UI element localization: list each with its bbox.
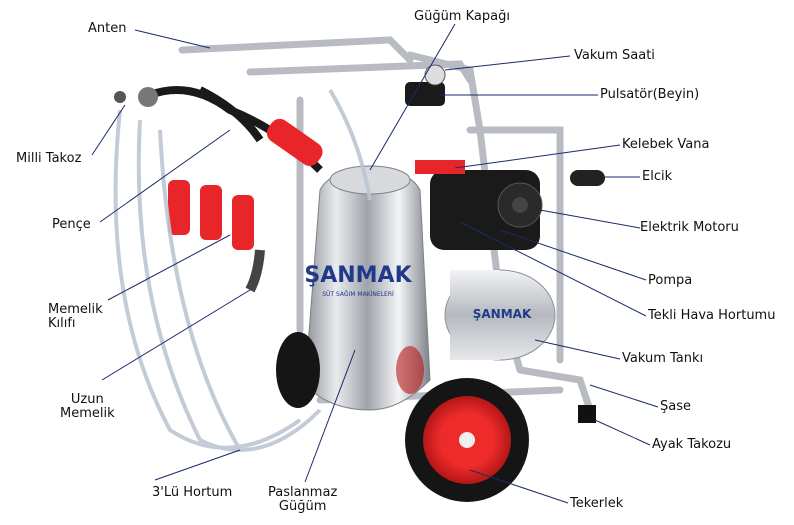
label-paslanmaz-gugum-line2: Güğüm <box>278 499 327 514</box>
wheel-small <box>276 332 320 408</box>
leader-kelebek-vana <box>454 144 621 169</box>
electric-motor <box>430 170 543 250</box>
label-tekli-hava-hortumu: Tekli Hava Hortumu <box>648 308 776 323</box>
label-uzun-memelik-line1: Uzun <box>70 392 104 407</box>
milli-takoz-part <box>114 91 126 103</box>
label-ayak-takozu: Ayak Takozu <box>652 437 732 452</box>
leader-vakum-saati <box>444 55 571 71</box>
leader-elektrik-motoru <box>539 209 641 229</box>
vacuum-tank: ŞANMAK <box>444 269 556 361</box>
label-sase: Şase <box>660 399 691 414</box>
transparent-hoses <box>113 88 372 452</box>
tank-logo: ŞANMAK <box>473 307 532 321</box>
label-tekerlek: Tekerlek <box>570 496 624 511</box>
label-memelik-kilifi-line1: Memelik <box>48 302 103 317</box>
label-uzun-memelik-line2: Memelik <box>60 406 115 421</box>
label-pulsator: Pulsatör(Beyin) <box>600 87 700 102</box>
butterfly-valve <box>415 160 465 174</box>
wheel-large <box>405 378 529 502</box>
leader-paslanmaz-gugum <box>304 349 356 483</box>
leader-tekerlek <box>469 469 569 504</box>
label-paslanmaz-gugum-line1: Paslanmaz <box>268 485 338 500</box>
foot-pad <box>578 405 596 423</box>
leader-vakum-tanki <box>534 339 621 360</box>
can-sublogo: SÜT SAĞIM MAKİNELERİ <box>322 291 394 298</box>
leader-memelik-kilifi <box>107 234 231 301</box>
leader-ayak-takozu <box>594 419 651 446</box>
label-pence: Pençe <box>52 217 91 232</box>
leader-pence <box>99 129 231 223</box>
label-milli-takoz: Milli Takoz <box>16 151 82 166</box>
leader-anten <box>134 29 211 49</box>
label-uzun-memelik: Uzun Memelik <box>60 393 115 421</box>
leader-3lu-hortum <box>154 449 241 481</box>
leader-milli-takoz <box>91 104 126 156</box>
label-memelik-kilifi-line2: Kılıfı <box>48 316 76 331</box>
label-elektrik-motoru: Elektrik Motoru <box>640 220 739 235</box>
vacuum-gauge <box>424 64 446 86</box>
label-3lu-hortum: 3'Lü Hortum <box>152 485 233 500</box>
label-memelik-kilifi: Memelik Kılıfı <box>48 303 103 331</box>
can-logo: ŞANMAK <box>304 263 412 288</box>
claw <box>138 87 158 107</box>
label-anten: Anten <box>88 21 127 36</box>
label-elcik: Elcik <box>642 169 673 184</box>
handle-grip <box>570 170 605 186</box>
label-vakum-tanki: Vakum Tankı <box>622 351 704 366</box>
label-pompa: Pompa <box>648 273 693 288</box>
leader-sase <box>589 384 659 408</box>
leader-lines <box>91 23 659 504</box>
milking-cluster <box>114 86 323 293</box>
leader-tekli-hava-hortumu <box>459 221 647 317</box>
label-kelebek-vana: Kelebek Vana <box>622 137 710 152</box>
label-vakum-saati: Vakum Saati <box>574 48 655 63</box>
label-gugum-kapagi: Güğüm Kapağı <box>414 9 510 24</box>
stainless-milk-can: ŞANMAK SÜT SAĞIM MAKİNELERİ <box>304 165 431 411</box>
leader-uzun-memelik <box>101 289 251 381</box>
label-paslanmaz-gugum: Paslanmaz Güğüm <box>268 486 337 514</box>
leader-pompa <box>499 229 647 281</box>
leader-gugum-kapagi <box>369 23 456 171</box>
